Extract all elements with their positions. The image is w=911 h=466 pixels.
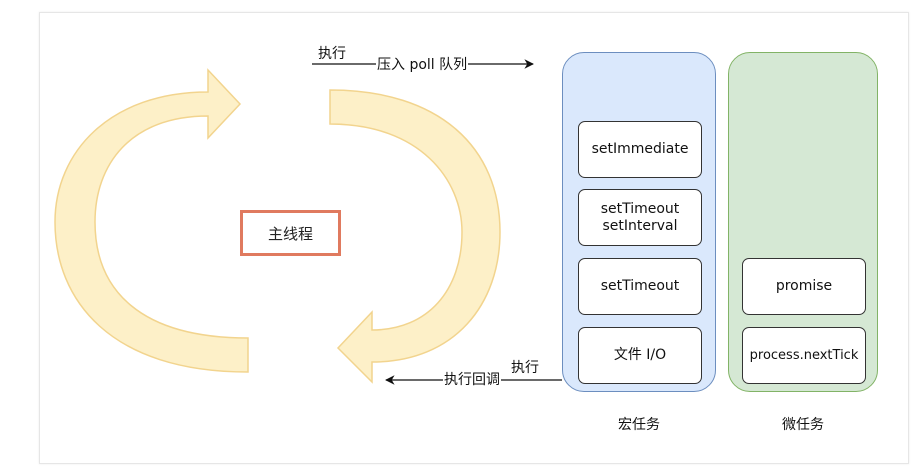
bottom-execute-label: 执行: [511, 360, 539, 376]
micro-task-caption: 微任务: [782, 417, 824, 433]
macro-task-caption: 宏任务: [618, 417, 660, 433]
main-thread-label: 主线程: [267, 224, 313, 243]
macro-task-setimmediate: setImmediate: [578, 121, 702, 178]
right-cycle-arrow: [329, 89, 501, 384]
micro-task-promise: promise: [742, 258, 866, 315]
bottom-callback-label: 执行回调: [443, 372, 501, 388]
macro-task-file-io: 文件 I/O: [578, 327, 702, 384]
top-execute-label: 执行: [318, 46, 346, 62]
macro-task-settimeout-setinterval: setTimeout setInterval: [578, 189, 702, 246]
top-push-label: 压入 poll 队列: [376, 57, 469, 73]
main-thread-box: 主线程: [240, 210, 341, 256]
left-cycle-arrow: [54, 68, 249, 373]
micro-task-process-nexttick: process.nextTick: [742, 327, 866, 384]
macro-task-settimeout: setTimeout: [578, 258, 702, 315]
